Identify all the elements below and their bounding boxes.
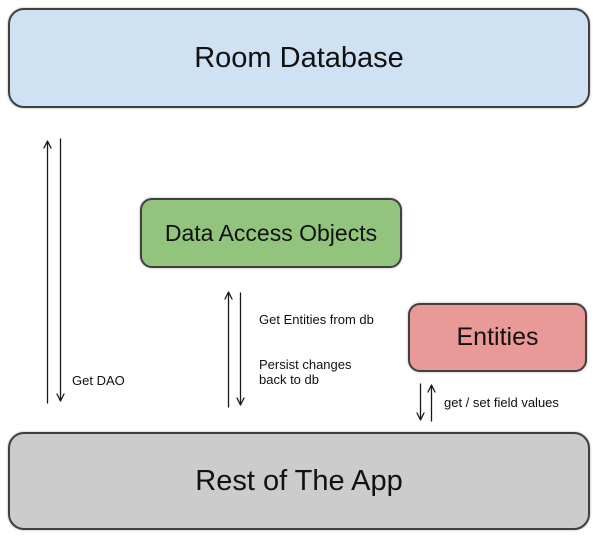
rest-of-the-app-box: Rest of The App: [8, 432, 590, 530]
arrow-set-field-down-icon: [416, 383, 425, 421]
room-database-label: Room Database: [194, 41, 404, 74]
persist-changes-arrow-label: Persist changes back to db: [259, 357, 379, 387]
persist-changes-line1: Persist changes: [259, 357, 352, 372]
rest-of-the-app-label: Rest of The App: [195, 464, 403, 497]
entities-label: Entities: [456, 323, 539, 351]
get-dao-arrow-label: Get DAO: [72, 373, 125, 388]
get-set-field-values-arrow-label: get / set field values: [444, 395, 559, 410]
data-access-objects-box: Data Access Objects: [140, 198, 402, 268]
arrow-get-dao-up-icon: [43, 140, 52, 404]
arrow-return-dao-down-icon: [56, 138, 65, 402]
arrow-get-field-up-icon: [427, 384, 436, 422]
data-access-objects-label: Data Access Objects: [164, 219, 378, 246]
arrow-persist-down-icon: [236, 292, 245, 406]
room-database-box: Room Database: [8, 8, 590, 108]
arrow-get-entities-up-icon: [224, 291, 233, 408]
get-entities-arrow-label: Get Entities from db: [259, 312, 374, 327]
entities-box: Entities: [408, 303, 587, 372]
persist-changes-line2: back to db: [259, 372, 319, 387]
